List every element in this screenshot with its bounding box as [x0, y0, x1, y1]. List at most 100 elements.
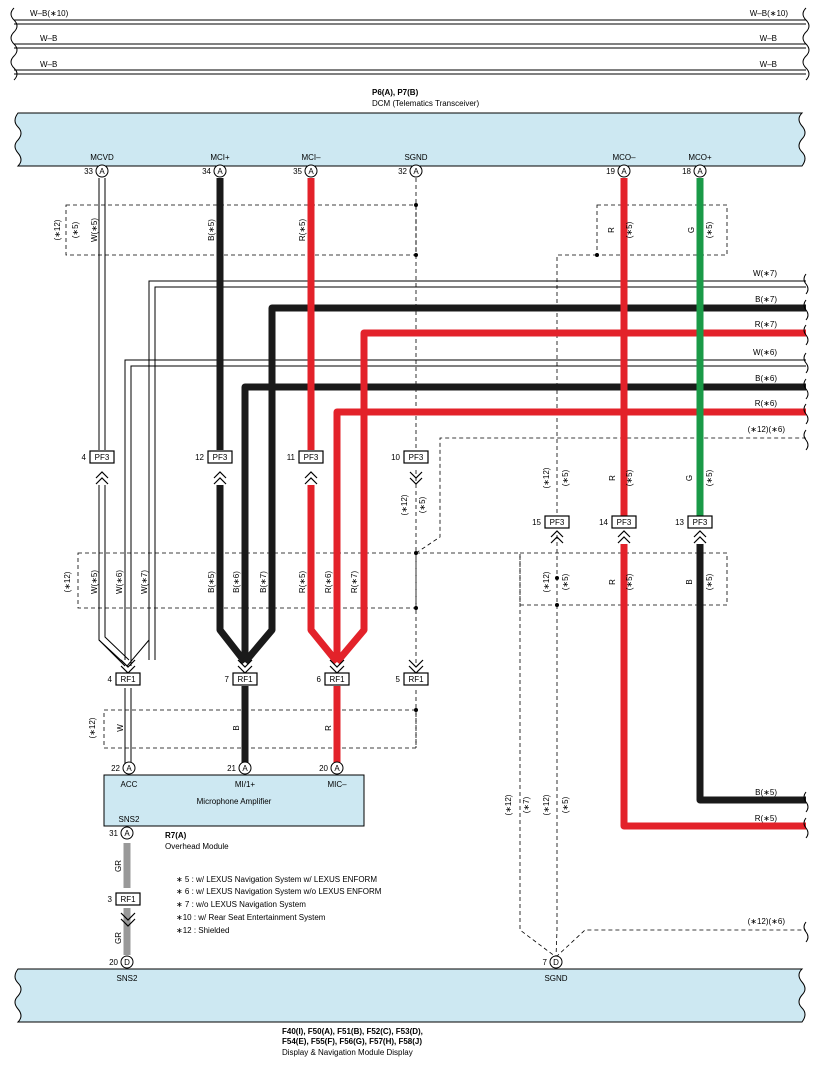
pf3-connector: PF3 12	[195, 450, 233, 485]
wire-labels-top: (∗12) (∗5) W(∗5) B(∗5) R(∗5) R (∗5) G (∗…	[53, 218, 714, 242]
feed-label: W(∗7)	[753, 269, 777, 278]
pf3-connector: PF3 15	[532, 515, 570, 544]
wire-label: GR	[114, 932, 123, 944]
connector-label: PF3	[617, 518, 632, 527]
rf1-connectors: RF1 4 RF1 7 RF1 6 RF1 5 RF1 3	[108, 659, 429, 927]
pin-name: MIC–	[327, 780, 347, 789]
connector-label: RF1	[237, 675, 253, 684]
wire-label: B(∗5)	[207, 571, 216, 593]
feed-label: (∗12)(∗6)	[748, 425, 786, 434]
pin-name: ACC	[121, 780, 138, 789]
overhead-name: Overhead Module	[165, 842, 229, 851]
wire-label: W	[116, 724, 125, 732]
rf1-connector: RF1 7	[225, 659, 258, 686]
dcm-pin-num: 18	[682, 167, 691, 176]
connector-label: RF1	[408, 675, 424, 684]
wire-labels-mid: (∗12) (∗5) R (∗5) G (∗5) (∗12) (∗5)	[400, 467, 714, 515]
wire-label: GR	[114, 860, 123, 872]
dcm-pin-conn: A	[697, 167, 703, 176]
connector-num: 4	[82, 453, 87, 462]
dcm-pin-name: MCO+	[688, 153, 712, 162]
pf3-connector: PF3 11	[287, 450, 324, 485]
dcm-pin-conn: A	[308, 167, 314, 176]
display-pin-numbers: 20 7	[109, 958, 547, 967]
dcm-pin-labels: MCVD MCI+ MCI– SGND MCO– MCO+ A A A A A …	[90, 153, 712, 176]
variant-label: (∗5)	[625, 469, 634, 486]
wire-label: B(∗5)	[207, 219, 216, 241]
wire-label: W(∗5)	[90, 570, 99, 594]
display-pins	[120, 955, 563, 969]
wire-label: B	[232, 725, 241, 730]
connector-label: RF1	[120, 895, 136, 904]
wire-label: R(∗6)	[324, 571, 333, 594]
display-code-line1: F40(I), F50(A), F51(B), F52(C), F53(D),	[282, 1027, 423, 1036]
wire-label: R(∗5)	[298, 571, 307, 594]
pin-num: 20	[319, 764, 328, 773]
rf1-connector: RF1 3	[108, 892, 141, 927]
dcm-pin-name: MCI+	[210, 153, 230, 162]
variant-label: (∗5)	[705, 469, 714, 486]
shield-label: (∗12)	[400, 494, 409, 515]
variant-label: (∗5)	[705, 221, 714, 238]
shield-label: (∗12)	[542, 467, 551, 488]
footnotes: ∗ 5 : w/ LEXUS Navigation System w/ LEXU…	[176, 875, 382, 935]
dcm-pin-name: MCI–	[301, 153, 321, 162]
connector-num: 7	[225, 675, 230, 684]
dcm-pin-num: 19	[606, 167, 615, 176]
white-wires	[98, 178, 806, 766]
wire-labels-lower: (∗12) W(∗5) W(∗6) W(∗7) B(∗5) B(∗6) B(∗7…	[63, 570, 714, 944]
feed-label: R(∗7)	[755, 320, 778, 329]
connector-label: PF3	[213, 453, 228, 462]
footnote: ∗ 5 : w/ LEXUS Navigation System w/ LEXU…	[176, 875, 377, 884]
footnote: ∗10 : w/ Rear Seat Entertainment System	[176, 913, 326, 922]
display-name: Display & Navigation Module Display	[282, 1048, 413, 1057]
shield-label: (∗12)	[542, 571, 551, 592]
connector-num: 11	[287, 453, 296, 462]
feed-label: W(∗6)	[753, 348, 777, 357]
dcm-pin-name: SGND	[404, 153, 427, 162]
pin-name: SNS2	[117, 974, 138, 983]
dcm-pin-conn: A	[217, 167, 223, 176]
pin-conn: A	[334, 764, 340, 773]
display-code-line2: F54(E), F55(F), F56(G), F57(H), F58(J)	[282, 1037, 422, 1046]
connector-num: 10	[391, 453, 400, 462]
right-edge-breaks	[803, 273, 809, 943]
right-feed-labels: W(∗7) B(∗7) R(∗7) W(∗6) B(∗6) R(∗6) (∗12…	[748, 269, 786, 926]
pf3-connectors: PF3 4 PF3 12 PF3 11 PF3 10 PF3 15	[82, 450, 713, 544]
pin-conn: A	[126, 764, 132, 773]
connector-num: 14	[599, 518, 608, 527]
footnote: ∗ 7 : w/o LEXUS Navigation System	[176, 900, 306, 909]
connector-label: PF3	[693, 518, 708, 527]
dcm-pin-num: 33	[84, 167, 93, 176]
wire-label: R	[607, 227, 616, 233]
dcm-pin-num: 34	[202, 167, 211, 176]
footnote: ∗ 6 : w/ LEXUS Navigation System w/o LEX…	[176, 887, 382, 896]
dcm-pins	[95, 164, 707, 178]
footnote: ∗12 : Shielded	[176, 926, 229, 935]
variant-label: (∗5)	[625, 221, 634, 238]
shield-junction-dots	[414, 203, 599, 712]
dcm-pin-conn: A	[621, 167, 627, 176]
feed-label: R(∗6)	[755, 399, 778, 408]
feed-label: (∗12)(∗6)	[748, 917, 786, 926]
wire-label: R	[608, 475, 617, 481]
overhead-code: R7(A)	[165, 831, 187, 840]
black-wires	[216, 178, 806, 804]
bus3-right-label: W–B	[760, 60, 777, 69]
pf3-connector: PF3 14	[599, 515, 637, 544]
shield-label: (∗12)	[63, 571, 72, 592]
pf3-connector: PF3 4	[82, 450, 115, 485]
wire-label: B(∗7)	[259, 571, 268, 593]
wire-label: R(∗5)	[298, 219, 307, 242]
connector-label: PF3	[550, 518, 565, 527]
rf1-connector: RF1 5	[396, 659, 429, 686]
connector-label: PF3	[304, 453, 319, 462]
microphone-amplifier-label: Microphone Amplifier	[197, 797, 272, 806]
pin-num: 22	[111, 764, 120, 773]
variant-label: (∗7)	[522, 796, 531, 813]
dcm-pin-conn: A	[99, 167, 105, 176]
rf1-connector: RF1 4	[108, 659, 141, 686]
display-pin-labels: D D SNS2 SGND	[117, 958, 568, 983]
pin-name: SNS2	[119, 815, 140, 824]
dcm-code: P6(A), P7(B)	[372, 88, 419, 97]
